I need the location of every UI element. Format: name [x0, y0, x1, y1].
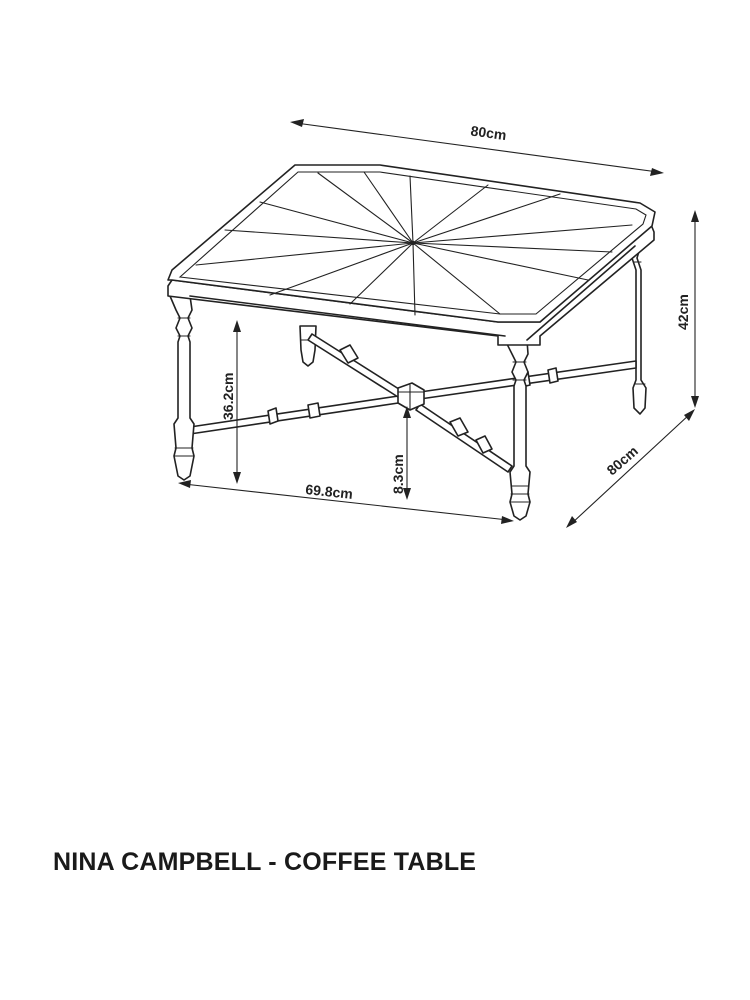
dimension-top-width: 80cm — [290, 119, 664, 176]
dimension-depth: 80cm — [566, 409, 695, 528]
stretchers — [189, 333, 637, 473]
sunburst-inlay — [195, 171, 633, 316]
front-left-leg — [169, 295, 195, 481]
product-title: NINA CAMPBELL - COFFEE TABLE — [53, 848, 477, 876]
dimension-leg-span-label: 69.8cm — [305, 481, 354, 502]
dimension-top-width-label: 80cm — [470, 122, 508, 143]
dimension-leg-span: 69.8cm — [178, 480, 514, 524]
dimension-stretcher-height: 8.3cm — [390, 406, 411, 500]
back-left-leg — [299, 325, 317, 367]
dimension-leg-height-label: 36.2cm — [220, 373, 236, 420]
dimension-stretcher-height-label: 8.3cm — [390, 454, 406, 494]
dimension-height: 42cm — [675, 210, 699, 408]
front-right-leg — [504, 339, 531, 521]
table-top — [167, 164, 656, 346]
back-right-leg — [631, 231, 647, 415]
dimension-depth-label: 80cm — [603, 443, 641, 479]
dimension-leg-height: 36.2cm — [220, 320, 241, 484]
dimension-height-label: 42cm — [675, 294, 691, 330]
